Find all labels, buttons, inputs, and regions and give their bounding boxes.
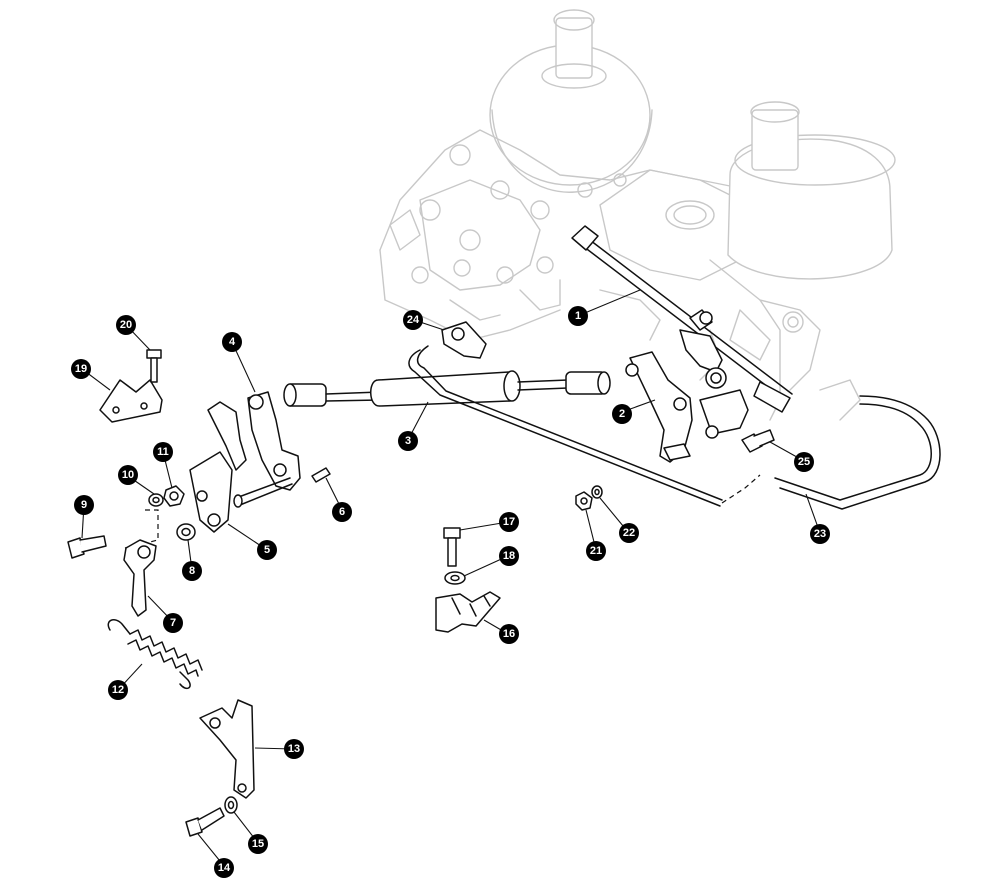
part-12-spring bbox=[107, 619, 203, 690]
callout-9: 9 bbox=[74, 495, 94, 515]
callout-label: 5 bbox=[264, 544, 270, 556]
part-15-washer bbox=[224, 796, 238, 814]
callout-17: 17 bbox=[499, 512, 519, 532]
callout-label: 15 bbox=[252, 838, 264, 850]
part-24-clevis bbox=[441, 321, 487, 359]
callout-label: 20 bbox=[120, 319, 132, 331]
callout-5: 5 bbox=[257, 540, 277, 560]
callout-label: 10 bbox=[122, 469, 134, 481]
callout-15: 15 bbox=[248, 834, 268, 854]
callout-label: 19 bbox=[75, 363, 87, 375]
callout-24: 24 bbox=[403, 310, 423, 330]
callout-label: 24 bbox=[407, 314, 420, 326]
callout-11: 11 bbox=[153, 442, 173, 462]
part-20-screw bbox=[146, 349, 162, 383]
callout-8: 8 bbox=[182, 561, 202, 581]
callout-label: 1 bbox=[575, 310, 581, 322]
part-25-bolt bbox=[741, 429, 775, 453]
part-3-gas-spring bbox=[283, 370, 611, 407]
callout-label: 4 bbox=[229, 336, 236, 348]
callout-label: 14 bbox=[218, 862, 231, 874]
callout-label: 11 bbox=[157, 446, 169, 458]
callout-10: 10 bbox=[118, 465, 138, 485]
callout-2: 2 bbox=[612, 404, 632, 424]
callout-label: 6 bbox=[339, 506, 345, 518]
part-9-bolt bbox=[67, 535, 107, 559]
callout-18: 18 bbox=[499, 546, 519, 566]
callout-label: 22 bbox=[623, 527, 635, 539]
callout-13: 13 bbox=[284, 739, 304, 759]
callout-label: 12 bbox=[112, 684, 124, 696]
callout-label: 17 bbox=[503, 516, 515, 528]
callout-label: 13 bbox=[288, 743, 300, 755]
callout-16: 16 bbox=[499, 624, 519, 644]
callout-20: 20 bbox=[116, 315, 136, 335]
callout-25: 25 bbox=[794, 452, 814, 472]
callout-21: 21 bbox=[586, 541, 606, 561]
callout-label: 16 bbox=[503, 628, 515, 640]
callout-label: 21 bbox=[590, 545, 602, 557]
callout-19: 19 bbox=[71, 359, 91, 379]
callout-1: 1 bbox=[568, 306, 588, 326]
part-14-bolt bbox=[185, 807, 225, 837]
callout-label: 8 bbox=[189, 565, 195, 577]
part-5-plate bbox=[189, 451, 233, 533]
callout-23: 23 bbox=[810, 524, 830, 544]
callout-label: 9 bbox=[81, 499, 87, 511]
callout-label: 2 bbox=[619, 408, 625, 420]
part-7-lever bbox=[123, 539, 157, 617]
part-21-nut bbox=[575, 491, 593, 511]
callout-label: 7 bbox=[170, 617, 176, 629]
part-16-bracket bbox=[435, 591, 501, 633]
part-8-washer bbox=[176, 523, 196, 541]
callout-12: 12 bbox=[108, 680, 128, 700]
part-10-washer bbox=[148, 493, 164, 507]
part-23-rod bbox=[408, 345, 941, 510]
callout-label: 3 bbox=[405, 435, 411, 447]
callout-7: 7 bbox=[163, 613, 183, 633]
part-1-shift-rod bbox=[571, 225, 793, 439]
callout-6: 6 bbox=[332, 502, 352, 522]
part-2-bracket bbox=[625, 351, 693, 463]
callout-4: 4 bbox=[222, 332, 242, 352]
part-22-washer bbox=[591, 485, 603, 499]
part-18-washer bbox=[444, 571, 466, 585]
callout-label: 18 bbox=[503, 550, 515, 562]
callout-22: 22 bbox=[619, 523, 639, 543]
callout-3: 3 bbox=[398, 431, 418, 451]
callout-label: 23 bbox=[814, 528, 826, 540]
part-6-pin bbox=[311, 467, 331, 483]
part-11-nut bbox=[163, 485, 185, 507]
part-17-bolt bbox=[443, 527, 461, 567]
callout-label: 25 bbox=[798, 456, 810, 468]
part-13-bracket bbox=[199, 699, 255, 799]
part-4-linkage bbox=[207, 391, 301, 508]
part-19-plate bbox=[99, 379, 163, 423]
callout-14: 14 bbox=[214, 858, 234, 878]
